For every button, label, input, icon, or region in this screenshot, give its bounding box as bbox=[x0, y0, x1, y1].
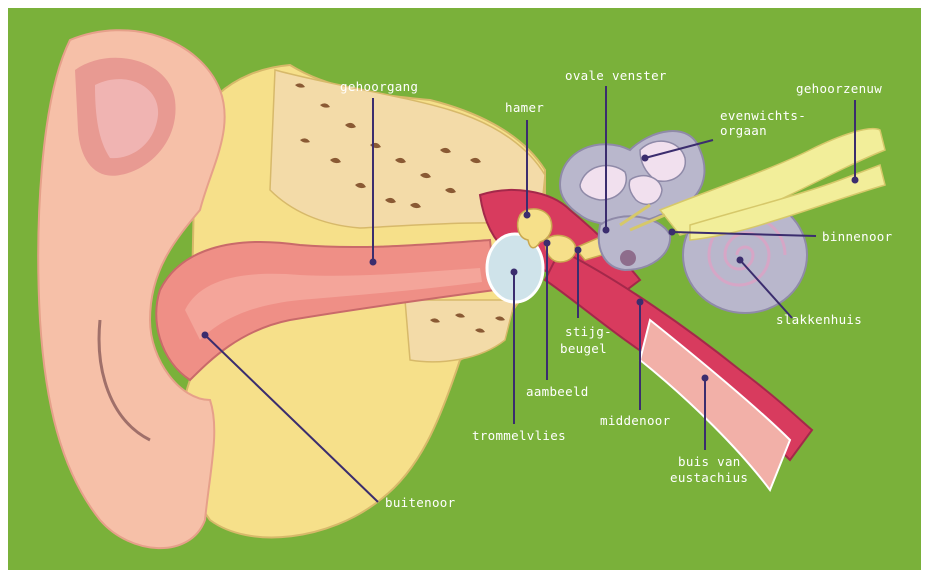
label-trommelvlies: trommelvlies bbox=[472, 428, 566, 443]
label-slakkenhuis: slakkenhuis bbox=[776, 312, 862, 327]
label-buis-van-eustachius-line1: buis van bbox=[678, 454, 741, 469]
label-evenwichtsorgaan-line1: evenwichts- bbox=[720, 108, 806, 123]
label-buis-van-eustachius-line2: eustachius bbox=[670, 470, 748, 485]
label-buitenoor: buitenoor bbox=[385, 495, 456, 510]
label-stijgbeugel-line1: stijg- bbox=[565, 324, 612, 339]
label-hamer: hamer bbox=[505, 100, 544, 115]
label-gehoorzenuw: gehoorzenuw bbox=[796, 81, 882, 96]
label-aambeeld: aambeeld bbox=[526, 384, 589, 399]
label-gehoorgang: gehoorgang bbox=[340, 79, 418, 94]
oval-window-shape bbox=[620, 250, 636, 266]
label-stijgbeugel-line2: beugel bbox=[560, 341, 607, 356]
label-binnenoor: binnenoor bbox=[822, 229, 893, 244]
label-middenoor: middenoor bbox=[600, 413, 671, 428]
label-evenwichtsorgaan-line2: orgaan bbox=[720, 123, 767, 138]
label-ovale-venster: ovale venster bbox=[565, 68, 667, 83]
